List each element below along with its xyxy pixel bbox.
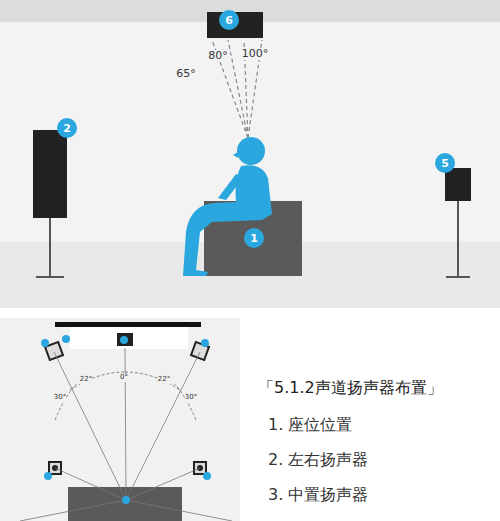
angle-label: 100° (242, 48, 269, 60)
diagram-title: 「5.1.2声道扬声器布置」 (258, 378, 443, 399)
callout-number: 6 (219, 10, 239, 30)
angle-label: 22° (158, 376, 170, 384)
callout-number: 1 (244, 228, 264, 248)
callout-text: 1 (250, 233, 258, 244)
angle-label: 80° (208, 50, 228, 62)
callout-text: 6 (225, 15, 233, 26)
callout-number: 5 (435, 153, 455, 173)
list-item: 1. 座位位置 (268, 416, 352, 434)
angle-label: 22° (80, 376, 92, 384)
angle-label: 30° (54, 394, 66, 402)
callout-number: 2 (57, 118, 77, 138)
angle-label: 30° (185, 394, 197, 402)
angle-label: 0° (120, 374, 128, 382)
angle-label: 65° (176, 68, 196, 80)
callout-text: 2 (63, 123, 71, 134)
list-item: 2. 左右扬声器 (268, 451, 368, 469)
list-item: 3. 中置扬声器 (268, 486, 368, 504)
callout-text: 5 (441, 158, 449, 169)
